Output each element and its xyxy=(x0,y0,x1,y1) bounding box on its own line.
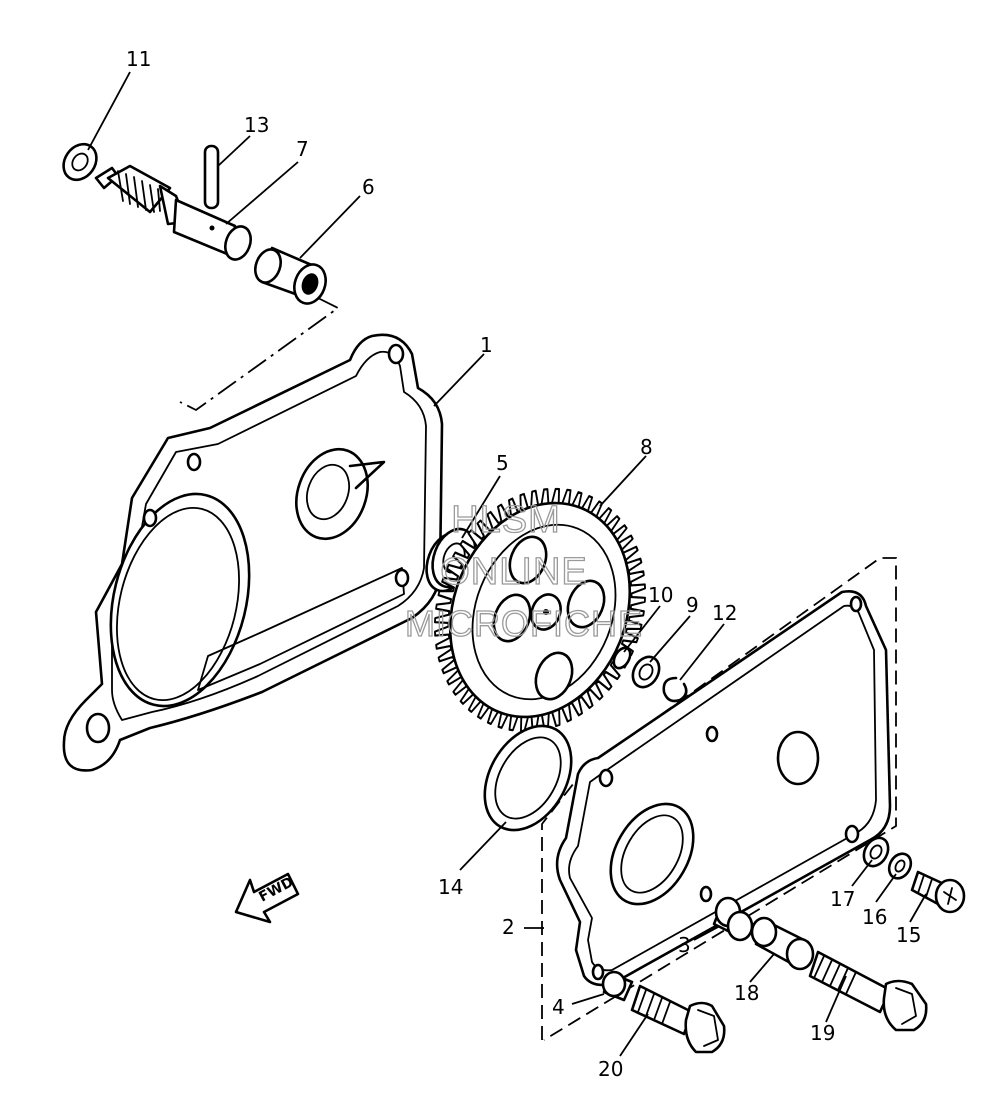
part-9-washer xyxy=(631,655,661,689)
callout-12: 12 xyxy=(712,601,737,625)
part-20-bolt xyxy=(630,984,726,1054)
part-2-bounding-box xyxy=(541,557,897,1041)
part-7-worm-shaft xyxy=(94,164,252,261)
alignment-line xyxy=(179,297,340,412)
callout-1: 1 xyxy=(480,333,493,357)
part-4-dowel xyxy=(601,970,634,1002)
callout-6: 6 xyxy=(362,175,375,199)
part-18-collar xyxy=(750,916,815,971)
callout-4: 4 xyxy=(552,995,565,1019)
fwd-arrow-icon: FWD xyxy=(234,872,300,924)
part-12-circlip xyxy=(662,676,688,703)
callout-19: 19 xyxy=(810,1021,835,1045)
callout-17: 17 xyxy=(830,887,855,911)
callout-18: 18 xyxy=(734,981,759,1005)
callout-14: 14 xyxy=(438,875,463,899)
part-1-gear-case xyxy=(62,333,444,772)
callout-15: 15 xyxy=(896,923,921,947)
leader-lines xyxy=(87,71,927,1057)
watermark-line-2: ONLINE xyxy=(440,551,587,593)
part-8-gear xyxy=(434,487,646,733)
callout-7: 7 xyxy=(296,137,309,161)
callout-3: 3 xyxy=(678,933,691,957)
watermark-line-1: HLSM xyxy=(451,499,561,541)
part-6-bushing xyxy=(254,246,327,305)
part-14-gasket xyxy=(483,724,573,832)
part-15-screw xyxy=(910,870,966,914)
callout-16: 16 xyxy=(862,905,887,929)
callout-5: 5 xyxy=(496,451,509,475)
part-16-lock-washer xyxy=(887,852,913,880)
callout-numbers: 11 13 7 6 1 5 8 10 9 12 14 2 3 4 20 18 1… xyxy=(126,47,921,1081)
callout-10: 10 xyxy=(648,583,673,607)
callout-20: 20 xyxy=(598,1057,623,1081)
watermark-line-3: MICROFICHE xyxy=(405,603,643,644)
callout-13: 13 xyxy=(244,113,269,137)
callout-11: 11 xyxy=(126,47,151,71)
callout-8: 8 xyxy=(640,435,653,459)
callout-9: 9 xyxy=(686,593,699,617)
part-2-cover xyxy=(555,590,892,987)
part-3-dowel xyxy=(712,896,754,942)
watermark: HLSM ONLINE MICROFICHE xyxy=(404,498,643,644)
part-13-pin xyxy=(203,144,220,210)
part-19-bolt xyxy=(808,950,928,1032)
callout-2: 2 xyxy=(502,915,515,939)
